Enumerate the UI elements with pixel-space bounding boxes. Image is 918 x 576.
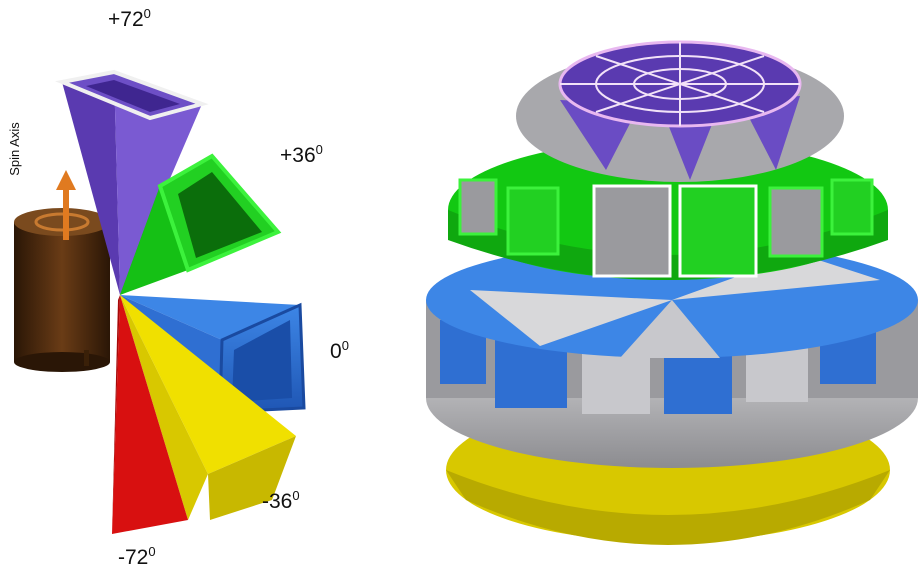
horn-minus72 <box>112 295 188 534</box>
angle-label-minus72: -720 <box>118 544 156 569</box>
horn-minus36 <box>120 295 296 520</box>
angle-label-plus36: +360 <box>280 142 323 167</box>
motor-assembly <box>14 208 110 372</box>
top-cap-grid <box>560 42 800 126</box>
angle-label-minus36: -360 <box>262 488 300 513</box>
angle-label-plus72: +720 <box>108 6 151 31</box>
spin-axis-arrow <box>56 170 76 240</box>
green-horn-band <box>458 178 874 278</box>
horn-plus72 <box>55 69 209 295</box>
spin-axis-label: Spin Axis <box>7 122 22 176</box>
spherical-array <box>426 40 918 545</box>
angle-label-zero: 00 <box>330 338 349 363</box>
horn-plus36 <box>120 153 282 295</box>
